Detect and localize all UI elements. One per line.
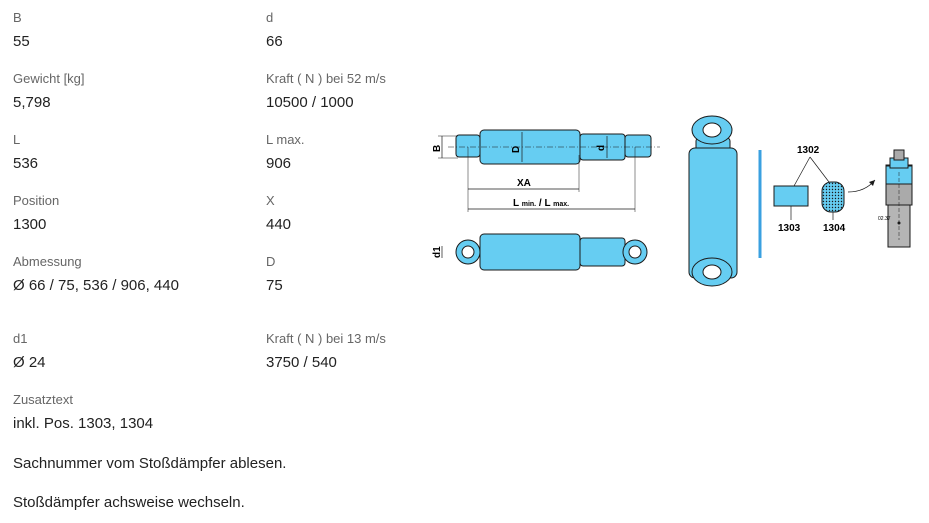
- shock-absorber-drawing: B D d XA L min. / L max. d1 1302: [432, 115, 913, 287]
- spec-value-kraft-52: 10500 / 1000: [266, 94, 354, 111]
- shock-perspective-view: [688, 115, 738, 287]
- spec-value-b: 55: [13, 33, 30, 50]
- spec-label-d1: d1: [13, 331, 28, 346]
- spec-label-l: L: [13, 132, 21, 147]
- spec-value-position: 1300: [13, 216, 47, 233]
- spec-label-b: B: [13, 10, 22, 25]
- spec-label-position: Position: [13, 193, 60, 208]
- spec-value-d1: Ø 24: [13, 354, 46, 371]
- spec-label-big-d: D: [266, 254, 276, 269]
- spec-value-abmessung: Ø 66 / 75, 536 / 906, 440: [13, 277, 179, 294]
- dim-xa-label: XA: [517, 178, 531, 189]
- spec-value-zusatztext: inkl. Pos. 1303, 1304: [13, 415, 154, 432]
- spec-value-l: 536: [13, 155, 39, 172]
- spec-value-kraft-13: 3750 / 540: [266, 354, 337, 371]
- spec-value-d: 66: [266, 33, 283, 50]
- part-1302-label: 1302: [797, 145, 820, 156]
- spec-label-kraft-13: Kraft ( N ) bei 13 m/s: [266, 331, 386, 346]
- part-1303-label: 1303: [778, 223, 801, 234]
- spec-label-gewicht: Gewicht [kg]: [13, 71, 85, 86]
- spec-label-zusatztext: Zusatztext: [13, 392, 73, 407]
- part-small-label: 02.37: [878, 216, 891, 222]
- spec-value-x: 440: [266, 216, 292, 233]
- part-1304-bushing: [821, 181, 845, 213]
- dim-b-label: B: [432, 145, 443, 152]
- shock-assembled-grey: [885, 149, 913, 248]
- part-1304-label: 1304: [823, 223, 846, 234]
- note-part-number: Sachnummer vom Stoßdämpfer ablesen.: [13, 455, 287, 472]
- spec-label-x: X: [266, 193, 275, 208]
- spec-value-l-max: 906: [266, 155, 292, 172]
- dim-d1-label: d1: [432, 246, 443, 258]
- dim-small-d-label: d: [596, 145, 607, 151]
- spec-label-abmessung: Abmessung: [13, 254, 82, 269]
- shock-side-view-bushings: [455, 233, 648, 271]
- part-1303-sleeve: [773, 185, 809, 207]
- dim-big-d-label: D: [511, 146, 522, 153]
- spec-label-d: d: [266, 10, 274, 25]
- dim-l-min-label: L min. / L max.: [513, 198, 569, 209]
- spec-label-l-max: L max.: [266, 132, 305, 147]
- note-replace-per-axle: Stoßdämpfer achsweise wechseln.: [13, 494, 245, 511]
- spec-value-gewicht: 5,798: [13, 94, 51, 111]
- spec-value-big-d: 75: [266, 277, 283, 294]
- spec-label-kraft-52: Kraft ( N ) bei 52 m/s: [266, 71, 386, 86]
